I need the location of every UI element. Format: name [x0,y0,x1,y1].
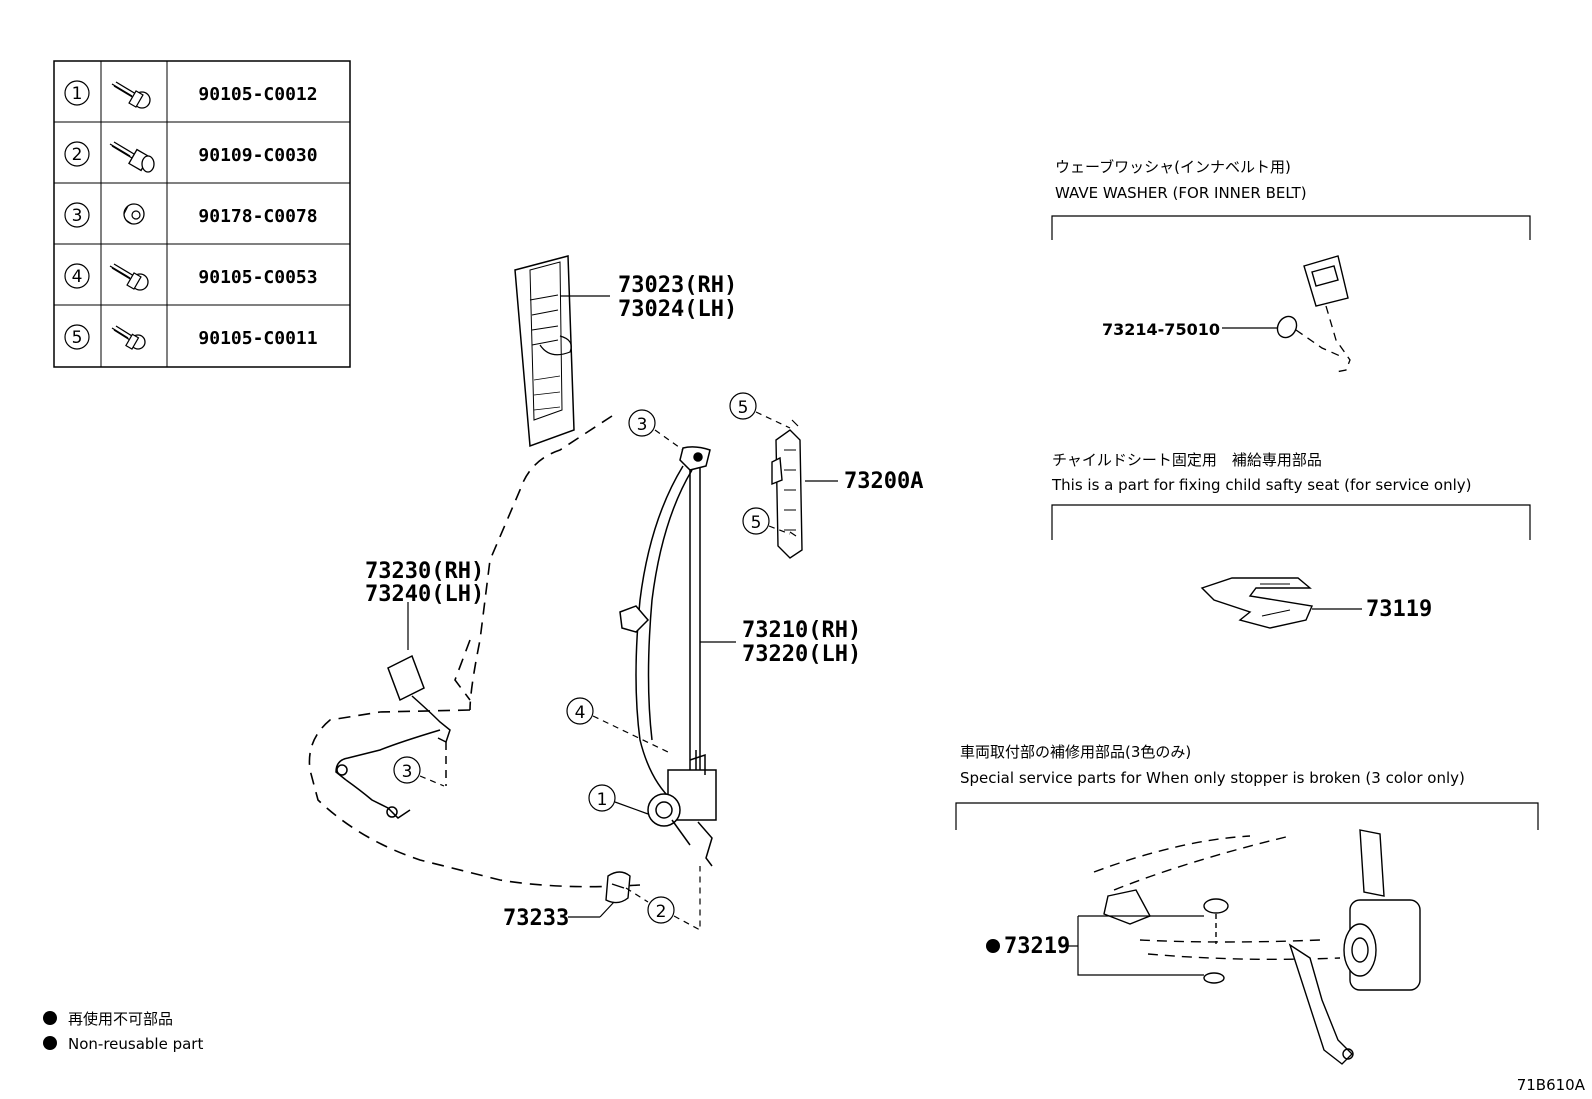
non-reusable-mark-icon [986,939,1000,953]
callout-buckle-lh: 73240(LH) [365,582,484,607]
pillar-garnish [514,255,610,448]
diagram-code: 71B610A [1517,1076,1586,1094]
table-row: 3 90178-C0078 [64,202,318,228]
row-number: 5 [72,328,83,348]
washer-note-en: WAVE WASHER (FOR INNER BELT) [1055,184,1307,202]
callout-pillar-lh: 73024(LH) [618,297,737,322]
table-row: 2 90109-C0030 [64,141,318,173]
marker-3: 3 [637,415,648,435]
callout-child-part: 73119 [1366,597,1432,622]
non-reusable-mark-icon [43,1036,57,1050]
legend: 再使用不可部品 Non-reusable part [43,1010,203,1053]
table-row: 1 90105-C0012 [64,80,318,109]
callout-pillar-rh: 73023(RH) [618,273,737,298]
callout-washer: 73214-75010 [1102,320,1220,339]
bolt-icon [111,81,151,109]
table-row: 4 90105-C0053 [64,263,318,291]
marker-2: 2 [656,902,667,922]
parts-table: 1 90105-C0012 2 90109-C0030 3 [53,60,351,368]
wave-washer-panel: ウェーブワッシャ(インナベルト用) WAVE WASHER (FOR INNER… [1051,158,1531,373]
marker-5: 5 [751,513,762,533]
part-number: 90105-C0011 [198,328,317,349]
marker-3: 3 [402,762,413,782]
stopper-panel: 車両取付部の補修用部品(3色のみ) Special service parts … [955,743,1539,1065]
marker-bubbles: 3 5 5 4 1 2 3 [393,392,791,932]
callout-stopper: 73219 [1004,934,1070,959]
part-number: 90105-C0012 [198,84,317,105]
callout-anchor: 73200A [844,469,923,494]
callout-belt-lh: 73220(LH) [742,642,861,667]
row-number: 3 [72,206,83,226]
anchor-cover [605,871,631,904]
part-number: 90178-C0078 [198,206,317,227]
callout-cover: 73233 [503,906,569,931]
row-number: 2 [72,145,83,165]
bolt-icon [109,263,149,291]
washer-note-jp: ウェーブワッシャ(インナベルト用) [1055,158,1291,176]
marker-5: 5 [738,398,749,418]
stopper-note-en: Special service parts for When only stop… [960,769,1465,787]
part-number: 90105-C0053 [198,267,317,288]
seat-outline [308,415,641,888]
part-number: 90109-C0030 [198,145,317,166]
table-row: 5 90105-C0011 [64,324,318,350]
callout-belt-rh: 73210(RH) [742,618,861,643]
nut-icon [123,203,145,225]
bolt-icon [109,141,155,173]
legend-jp: 再使用不可部品 [68,1010,173,1028]
buckle-assembly [335,654,451,819]
row-number: 4 [72,267,83,287]
callout-buckle-rh: 73230(RH) [365,559,484,584]
row-number: 1 [72,84,83,104]
height-adjuster [771,419,803,559]
child-note-en: This is a part for fixing child safty se… [1051,476,1471,494]
child-seat-panel: チャイルドシート固定用 補給専用部品 This is a part for fi… [1051,451,1531,629]
marker-4: 4 [575,703,586,723]
bolt-icon [111,325,146,350]
seat-belt-assembly [619,446,717,867]
stopper-note-jp: 車両取付部の補修用部品(3色のみ) [960,743,1191,761]
child-note-jp: チャイルドシート固定用 補給専用部品 [1052,451,1322,469]
marker-1: 1 [597,790,608,810]
legend-en: Non-reusable part [68,1035,203,1053]
non-reusable-mark-icon [43,1011,57,1025]
